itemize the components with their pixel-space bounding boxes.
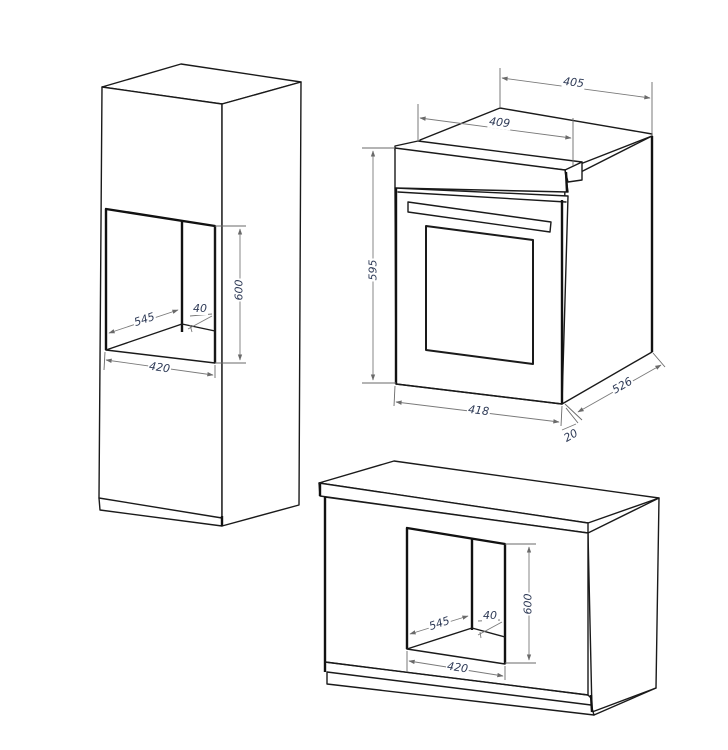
base-niche-rear-gap-label: 40 [482, 609, 498, 622]
tall-niche-rear-gap-label: 40 [192, 302, 208, 315]
base-cabinet-niche [405, 526, 507, 665]
base-cabinet [318, 460, 660, 716]
tall-niche-height-label: 600 [232, 278, 246, 302]
oven-height-label: 595 [366, 258, 380, 282]
oven-handle [407, 201, 552, 233]
tall-cabinet [98, 63, 302, 527]
oven [362, 68, 666, 431]
base-niche-height-label: 600 [521, 592, 535, 616]
oven-window [425, 225, 534, 365]
